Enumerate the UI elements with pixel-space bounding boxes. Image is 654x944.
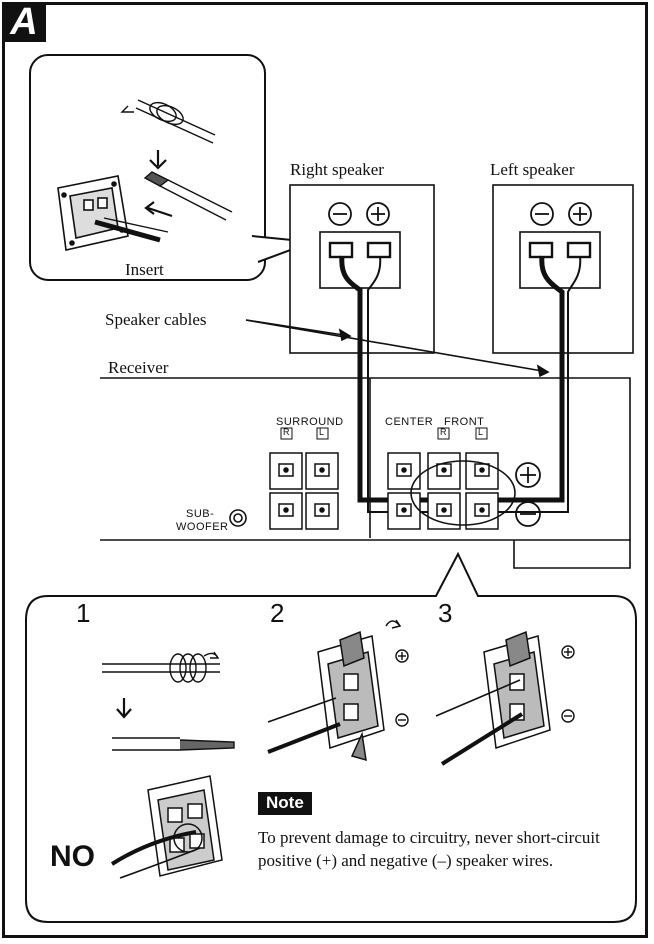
front-r-label: R — [440, 427, 447, 437]
subwoofer-label-line2: WOOFER — [176, 521, 229, 533]
surround-label: SURROUND — [276, 416, 344, 428]
right-speaker-label: Right speaker — [290, 160, 384, 179]
surround-terminals — [269, 452, 339, 530]
left-speaker-polarity-icons — [530, 202, 592, 226]
step-2-number: 2 — [270, 598, 285, 628]
stripped-wire-illustration — [143, 171, 233, 221]
note-text: To prevent damage to circuitry, never sh… — [258, 828, 600, 870]
step-3-number: 3 — [438, 598, 453, 628]
step2-polarity-icons — [395, 649, 409, 727]
front-l-label: L — [478, 427, 484, 437]
step1-down-arrow-icon — [116, 698, 132, 719]
right-speaker-cables — [339, 255, 440, 513]
subwoofer-label-line1: SUB- — [186, 508, 215, 520]
cable-label-pointers — [245, 319, 550, 378]
insert-arrow-icon — [144, 201, 173, 218]
step2-lever-open-illustration — [267, 619, 402, 762]
note-title: Note — [258, 792, 312, 815]
receiver-panel — [100, 377, 631, 569]
insert-label: Insert — [125, 260, 164, 279]
surround-l-label: L — [319, 427, 325, 437]
down-arrow-icon — [149, 150, 167, 170]
left-speaker-label: Left speaker — [490, 160, 575, 179]
left-speaker-cables — [486, 255, 582, 513]
section-badge: A — [2, 2, 46, 42]
step1-twist-illustration — [102, 651, 220, 683]
right-speaker-polarity-icons — [328, 202, 390, 226]
surround-r-label: R — [283, 427, 290, 437]
center-label: CENTER — [385, 416, 434, 428]
receiver-polarity-icons — [515, 462, 541, 527]
twist-wire-illustration — [120, 99, 216, 144]
step1-wrong-connection-illustration — [110, 775, 223, 879]
step1-stripped-wire-illustration — [112, 737, 235, 751]
no-label: NO — [50, 840, 95, 873]
channel-marker-boxes — [280, 427, 488, 440]
step-1-number: 1 — [76, 598, 91, 628]
terminal-connection-highlight — [410, 460, 516, 526]
step3-polarity-icons — [561, 645, 575, 723]
step3-wire-inserted-illustration — [435, 630, 551, 766]
page-border — [2, 2, 648, 938]
receiver-label: Receiver — [108, 358, 169, 377]
speaker-terminal-plate-illustration — [57, 175, 169, 251]
speaker-cables-label: Speaker cables — [105, 310, 207, 329]
front-label: FRONT — [444, 416, 485, 428]
subwoofer-jack — [229, 509, 247, 527]
center-front-terminals — [387, 452, 499, 530]
